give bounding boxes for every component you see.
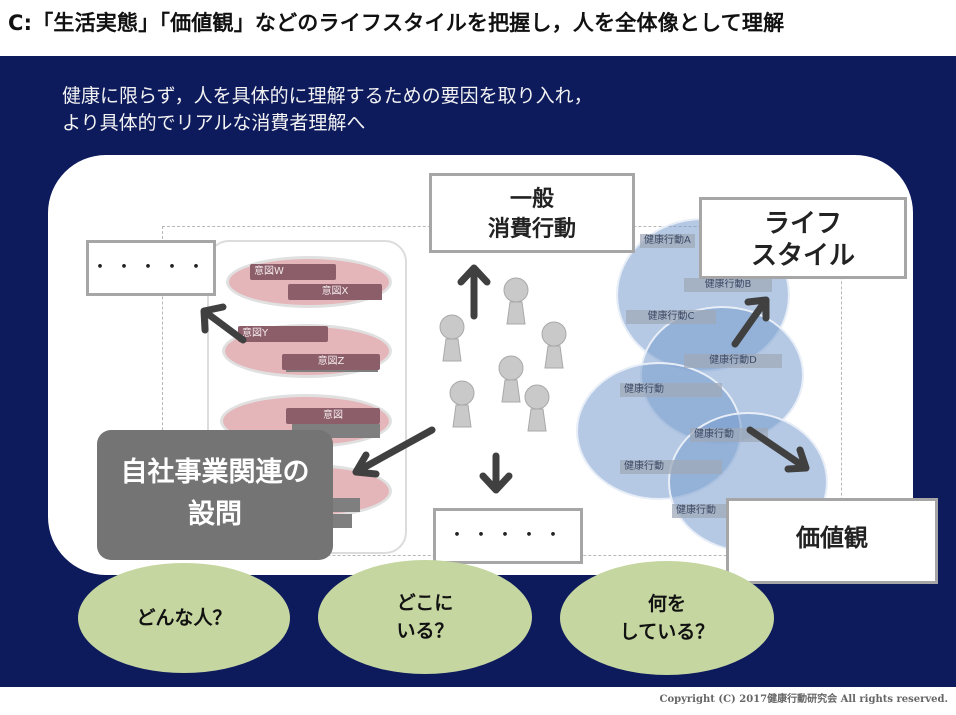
- intent-tag-y: 意図Y: [238, 326, 328, 342]
- question-where: どこに いる？: [396, 592, 454, 642]
- company-question-line-2: 設問: [188, 499, 242, 530]
- health-tag: 健康行動: [672, 504, 740, 518]
- health-tag-c: 健康行動C: [626, 310, 716, 324]
- health-tag-a: 健康行動A: [640, 234, 695, 248]
- intent-tag-w: 意図W: [250, 264, 336, 280]
- lifestyle-box: ライフ スタイル: [699, 197, 907, 279]
- lifestyle-label: ライフ スタイル: [750, 209, 855, 271]
- intent-tag-z: 意図Z: [282, 354, 380, 370]
- bottom-dots-box: ・・・・・: [433, 508, 583, 564]
- question-who: どんな人？: [136, 607, 232, 629]
- values-label: 価値観: [796, 524, 868, 552]
- values-box: 価値観: [726, 498, 938, 584]
- person-icon: [439, 277, 567, 432]
- question-oval-what: 何を している？: [560, 561, 774, 675]
- health-tag: 健康行動: [620, 383, 722, 397]
- health-tag-b: 健康行動B: [684, 278, 772, 292]
- intent-tag: 意図: [286, 408, 380, 424]
- company-question-line-1: 自社事業関連の: [120, 457, 310, 488]
- left-dots: ・・・・・: [91, 257, 211, 278]
- general-consumption-label: 一般 消費行動: [487, 187, 576, 242]
- question-what: 何を している？: [619, 593, 715, 643]
- slide-title: C:「生活実態」「価値観」などのライフスタイルを把握し，人を全体像として理解: [8, 11, 785, 35]
- left-dots-box: ・・・・・: [86, 240, 216, 296]
- bottom-dots: ・・・・・: [448, 525, 568, 546]
- health-tag-d: 健康行動D: [684, 354, 782, 368]
- question-oval-who: どんな人？: [78, 563, 290, 673]
- subtitle-line-2: より具体的でリアルな消費者理解へ: [62, 112, 366, 134]
- subtitle-line-1: 健康に限らず，人を具体的に理解するための要因を取り入れ，: [62, 85, 593, 107]
- general-consumption-box: 一般 消費行動: [429, 173, 635, 253]
- company-question-box: 自社事業関連の 設問: [97, 430, 333, 560]
- health-tag: 健康行動: [620, 460, 722, 474]
- arrow-icon: [200, 264, 810, 494]
- subtitle: 健康に限らず，人を具体的に理解するための要因を取り入れ， より具体的でリアルな消…: [62, 83, 593, 137]
- intent-tag-x: 意図X: [288, 284, 382, 300]
- question-oval-where: どこに いる？: [318, 560, 532, 674]
- copyright: Copyright (C) 2017健康行動研究会 All rights res…: [659, 694, 948, 705]
